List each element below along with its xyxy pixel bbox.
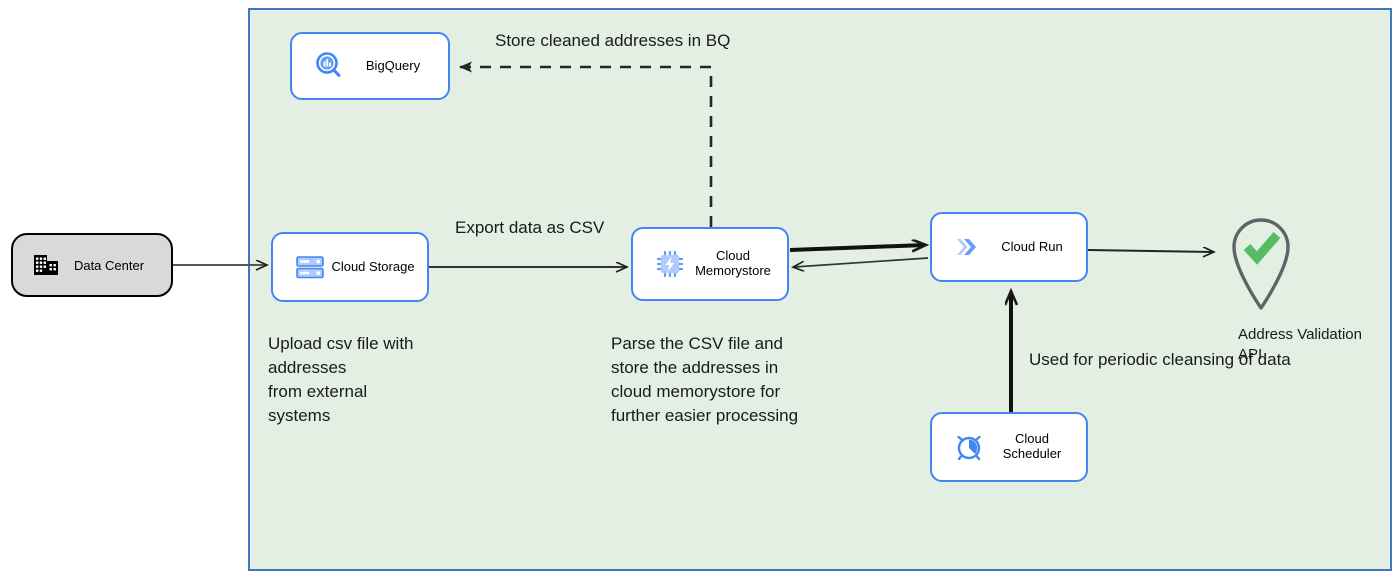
cloud-storage-icon: [293, 250, 327, 284]
cloud-run-icon: [952, 230, 986, 264]
cloud-scheduler-icon: [952, 430, 986, 464]
address-validation-api-node[interactable]: [1222, 207, 1300, 311]
node-bigquery[interactable]: BigQuery: [290, 32, 450, 100]
node-data-center[interactable]: Data Center: [11, 233, 173, 297]
map-pin-check-icon: [1232, 218, 1290, 310]
cloud-boundary-group: [248, 8, 1392, 571]
node-cloud-memorystore-label: Cloud Memorystore: [695, 248, 771, 278]
node-cloud-run-label: Cloud Run: [1001, 238, 1063, 254]
node-cloud-scheduler-label: Cloud Scheduler: [1002, 431, 1062, 461]
note-parse-csv: Parse the CSV file and store the address…: [611, 334, 799, 426]
node-data-center-label: Data Center: [73, 257, 145, 273]
edge-label-export-csv: Export data as CSV: [455, 218, 605, 237]
cloud-memorystore-icon: [653, 247, 687, 281]
address-validation-api-label: Address Validation API: [1238, 326, 1362, 364]
bigquery-icon: [312, 49, 346, 83]
node-cloud-storage-label: Cloud Storage: [331, 258, 415, 274]
note-upload-csv: Upload csv file with addresses from exte…: [268, 334, 414, 426]
node-cloud-memorystore[interactable]: Cloud Memorystore: [631, 227, 789, 301]
data-center-icon: [31, 250, 61, 280]
node-cloud-storage[interactable]: Cloud Storage: [271, 232, 429, 302]
node-cloud-run[interactable]: Cloud Run: [930, 212, 1088, 282]
node-bigquery-label: BigQuery: [365, 57, 421, 73]
node-cloud-scheduler[interactable]: Cloud Scheduler: [930, 412, 1088, 482]
edge-label-store-cleaned-bq: Store cleaned addresses in BQ: [495, 31, 731, 50]
edge-label-periodic-cleansing: Used for periodic cleansing of data: [1029, 350, 1291, 369]
